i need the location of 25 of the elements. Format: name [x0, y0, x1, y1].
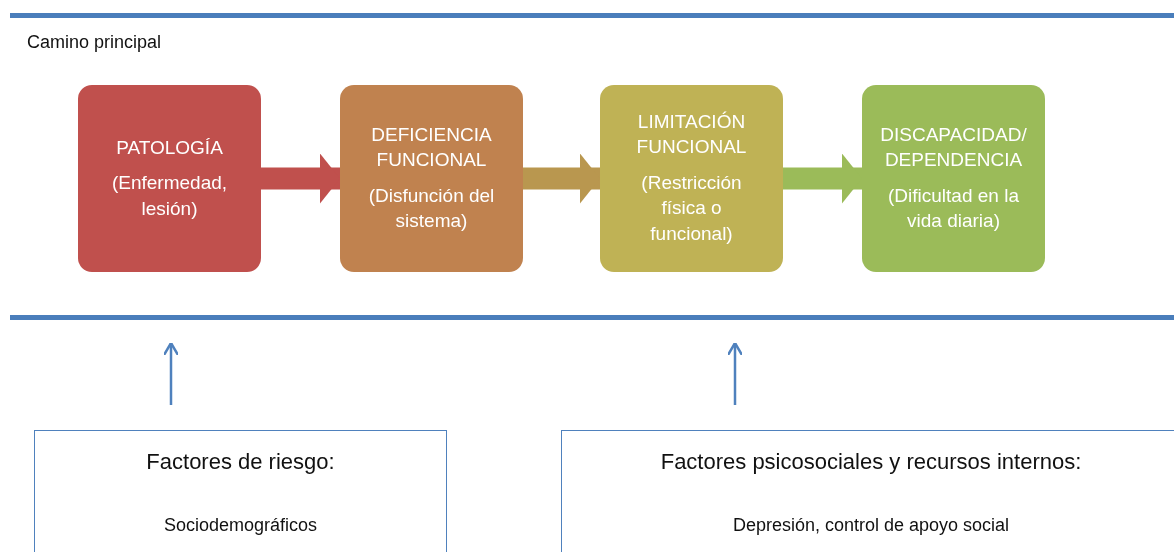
factor-text: Sociodemográficos	[162, 515, 319, 536]
arrow	[726, 341, 744, 405]
factor-heading: Factores psicosociales y recursos internos:	[659, 449, 1083, 475]
band-heading: Camino principal	[27, 32, 162, 53]
factor-box	[34, 430, 447, 552]
factor-box	[561, 430, 1174, 552]
process-box	[862, 85, 1045, 272]
process-box	[340, 85, 523, 272]
box-description: (Dificultad en la vida diaria)	[887, 183, 1020, 234]
box-description: (Disfunción del sistema)	[367, 183, 496, 234]
block-arrow	[261, 153, 340, 204]
block-arrow	[783, 153, 862, 204]
box-title: LIMITACIÓN FUNCIONAL	[635, 110, 748, 160]
main-path-band	[10, 13, 1174, 320]
block-arrow	[523, 153, 600, 204]
arrow	[162, 341, 180, 405]
factor-text: Depresión, control de apoyo social	[731, 515, 1011, 536]
factor-heading: Factores de riesgo:	[145, 449, 336, 475]
box-description: (Restricción física o funcional)	[640, 170, 743, 246]
process-box	[600, 85, 783, 272]
process-box	[78, 85, 261, 272]
box-title: DISCAPACIDAD/ DEPENDENCIA	[879, 123, 1028, 172]
box-title: DEFICIENCIA FUNCIONAL	[370, 123, 493, 172]
box-description: (Enfermedad, lesión)	[110, 171, 229, 221]
box-title: PATOLOGÍA	[116, 135, 223, 160]
